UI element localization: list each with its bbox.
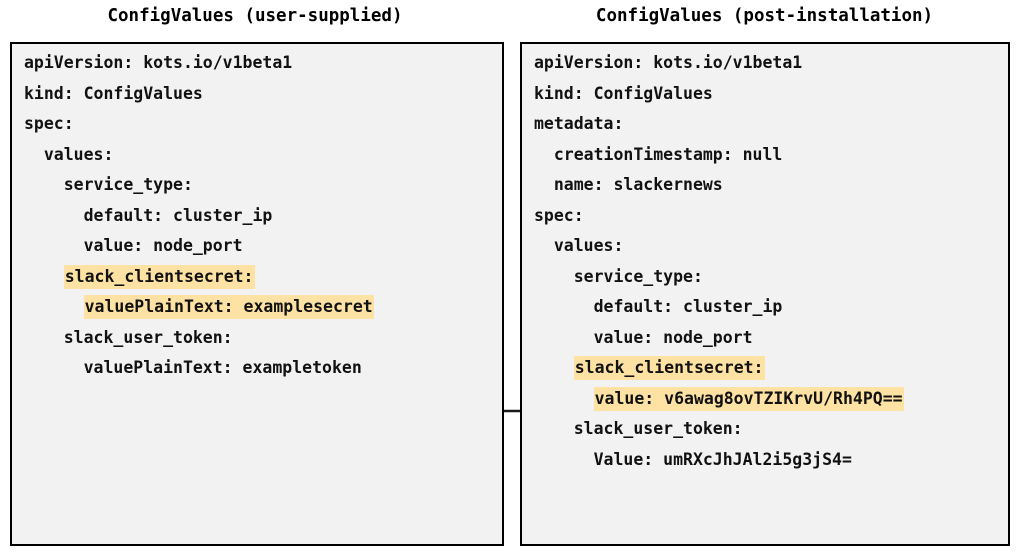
code-line: value: node_port — [534, 327, 753, 347]
code-line: slack_user_token: — [534, 419, 743, 438]
code-lines-post-installation: apiVersion: kots.io/v1beta1 kind: ConfigV… — [534, 48, 1008, 475]
code-line: default: cluster_ip — [24, 205, 273, 225]
code-line: slack_clientsecret: — [534, 353, 1008, 384]
code-line: kind: ConfigValues — [24, 83, 203, 103]
code-line: name: slackernews — [534, 175, 723, 194]
code-indent — [24, 267, 64, 286]
code-indent — [534, 358, 574, 377]
code-line: values: — [24, 144, 114, 164]
highlighted-code-text: value: v6awag8ovTZIKrvU/Rh4PQ== — [593, 386, 904, 411]
code-line: default: cluster_ip — [534, 297, 783, 316]
code-line: Value: umRXcJhJAl2i5g3jS4= — [534, 449, 852, 469]
code-line: values: — [534, 236, 624, 255]
code-line: valuePlainText: exampletoken — [24, 358, 362, 377]
code-line: service_type: — [534, 266, 703, 286]
code-line: slack_user_token: — [24, 327, 233, 347]
code-box-post-installation: apiVersion: kots.io/v1beta1 kind: ConfigV… — [520, 42, 1010, 546]
code-line: spec: — [534, 205, 584, 225]
panel-title-user-supplied: ConfigValues (user-supplied) — [107, 6, 403, 26]
highlighted-code-text: slack_clientsecret: — [63, 264, 255, 289]
code-line: creationTimestamp: null — [534, 144, 783, 164]
panel-title-post-installation: ConfigValues (post-installation) — [595, 6, 934, 26]
code-line: valuePlainText: examplesecret — [24, 292, 502, 323]
code-indent — [534, 389, 594, 408]
code-indent — [24, 297, 84, 316]
code-line: apiVersion: kots.io/v1beta1 — [24, 53, 293, 72]
code-line: slack_clientsecret: — [24, 262, 502, 293]
code-line: value: v6awag8ovTZIKrvU/Rh4PQ== — [534, 384, 1008, 415]
highlighted-code-text: slack_clientsecret: — [573, 356, 765, 380]
panel-post-installation: ConfigValues (post-installation) apiVers… — [510, 0, 1019, 559]
code-box-user-supplied: apiVersion: kots.io/v1beta1 kind: ConfigV… — [10, 42, 504, 546]
code-line: metadata: — [534, 114, 624, 133]
code-line: spec: — [24, 114, 74, 133]
code-line: service_type: — [24, 175, 193, 194]
code-line: apiVersion: kots.io/v1beta1 — [534, 53, 803, 72]
code-line: value: node_port — [24, 236, 243, 255]
code-line: kind: ConfigValues — [534, 83, 713, 103]
highlighted-code-text: valuePlainText: examplesecret — [83, 295, 374, 319]
panel-user-supplied: ConfigValues (user-supplied) apiVersion:… — [10, 6, 504, 546]
code-lines-user-supplied: apiVersion: kots.io/v1beta1 kind: ConfigV… — [24, 48, 502, 384]
